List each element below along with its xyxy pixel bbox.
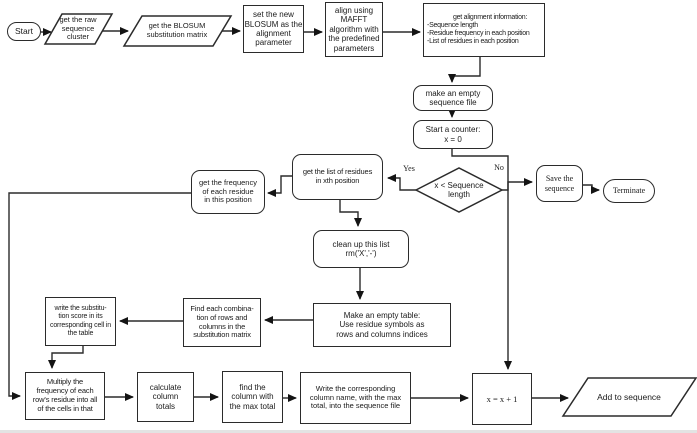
terminate-terminator: Terminate	[603, 179, 655, 203]
empty-table-step: Make an empty table: Use residue symbols…	[313, 303, 451, 347]
edge-counter-to-increment	[451, 149, 512, 370]
increment-label: x = x + 1	[486, 393, 518, 404]
multiply-frequency-step: Multiply the frequency of each row's res…	[25, 372, 105, 420]
save-sequence-label: Save the sequence	[544, 174, 575, 193]
multiply-frequency-label: Multiply the frequency of each row's res…	[32, 377, 98, 413]
clean-list-step: clean up this list rm('X','-')	[313, 230, 409, 268]
write-score-step: write the substitu- tion score in its co…	[45, 297, 116, 346]
terminate-label: Terminate	[612, 186, 646, 196]
start-counter-label: Start a counter: x = 0	[425, 125, 481, 144]
edge-get-list-to-clean-list	[339, 200, 362, 227]
find-max-column-label: find the column with the max total	[229, 382, 276, 411]
clean-list-label: clean up this list rm('X','-')	[332, 239, 390, 258]
edge-get-list-to-get-frequency	[267, 175, 292, 197]
add-to-sequence-parallelogram	[561, 377, 697, 417]
make-empty-file-label: make an empty sequence file	[425, 88, 481, 107]
blosum-matrix-step: get the BLOSUM substitution matrix	[127, 19, 227, 43]
raw-cluster-parallelogram	[43, 13, 114, 45]
start-terminator: Start	[7, 22, 41, 41]
write-column-name-step: Write the corresponding column name, wit…	[300, 372, 411, 424]
edge-info-to-make-empty	[448, 57, 481, 83]
add-to-sequence-label: Add to sequence	[597, 391, 661, 402]
find-combination-step: Find each combina- tion of rows and colu…	[183, 298, 261, 347]
make-empty-file-step: make an empty sequence file	[413, 85, 493, 111]
align-mafft-label: align using MAFFT algorithm with the pre…	[328, 5, 380, 53]
find-combination-label: Find each combina- tion of rows and colu…	[190, 303, 254, 340]
raw-cluster-step: get the raw sequence cluster	[48, 12, 108, 46]
no-branch-label: No	[494, 162, 504, 172]
write-column-name-label: Write the corresponding column name, wit…	[309, 383, 402, 411]
edge-decision-no-to-save	[502, 178, 533, 191]
set-blosum-label: set the new BLOSUM as the alignment para…	[244, 10, 303, 48]
raw-cluster-label: get the raw sequence cluster	[59, 14, 97, 42]
empty-table-label: Make an empty table: Use residue symbols…	[336, 310, 428, 339]
calculate-totals-step: calculate column totals	[137, 372, 194, 422]
get-frequency-label: get the frequency of each residue in thi…	[199, 177, 257, 205]
get-list-label: get the list of residues in xth position	[302, 167, 373, 185]
scan-edge-artifact	[0, 430, 697, 433]
decision-step: x < Sequence length	[423, 175, 495, 205]
get-list-step: get the list of residues in xth position	[292, 154, 383, 200]
set-blosum-step: set the new BLOSUM as the alignment para…	[243, 5, 304, 53]
decision-label: x < Sequence length	[434, 180, 484, 199]
start-counter-step: Start a counter: x = 0	[413, 120, 493, 149]
blosum-matrix-label: get the BLOSUM substitution matrix	[146, 21, 208, 39]
edge-get-frequency-to-multiply	[8, 192, 191, 400]
calculate-totals-label: calculate column totals	[149, 382, 182, 411]
yes-branch-label: Yes	[403, 163, 415, 173]
alignment-info-label: get alignment information: -Sequence len…	[427, 13, 530, 46]
alignment-info-step: get alignment information: -Sequence len…	[423, 3, 545, 57]
get-frequency-step: get the frequency of each residue in thi…	[191, 170, 265, 214]
decision-diamond	[414, 167, 504, 213]
blosum-parallelogram	[122, 15, 233, 47]
edge-save-to-terminate	[583, 184, 600, 194]
write-score-label: write the substitu- tion score in its co…	[49, 305, 112, 337]
edge-write-score-to-multiply	[48, 346, 84, 369]
add-to-sequence-step: Add to sequence	[574, 389, 684, 405]
align-mafft-step: align using MAFFT algorithm with the pre…	[325, 2, 383, 57]
increment-step: x = x + 1	[472, 373, 532, 425]
save-sequence-step: Save the sequence	[536, 165, 583, 202]
find-max-column-step: find the column with the max total	[222, 371, 283, 423]
edge-decision-yes-to-get-list	[387, 174, 416, 191]
start-label: Start	[15, 26, 33, 37]
